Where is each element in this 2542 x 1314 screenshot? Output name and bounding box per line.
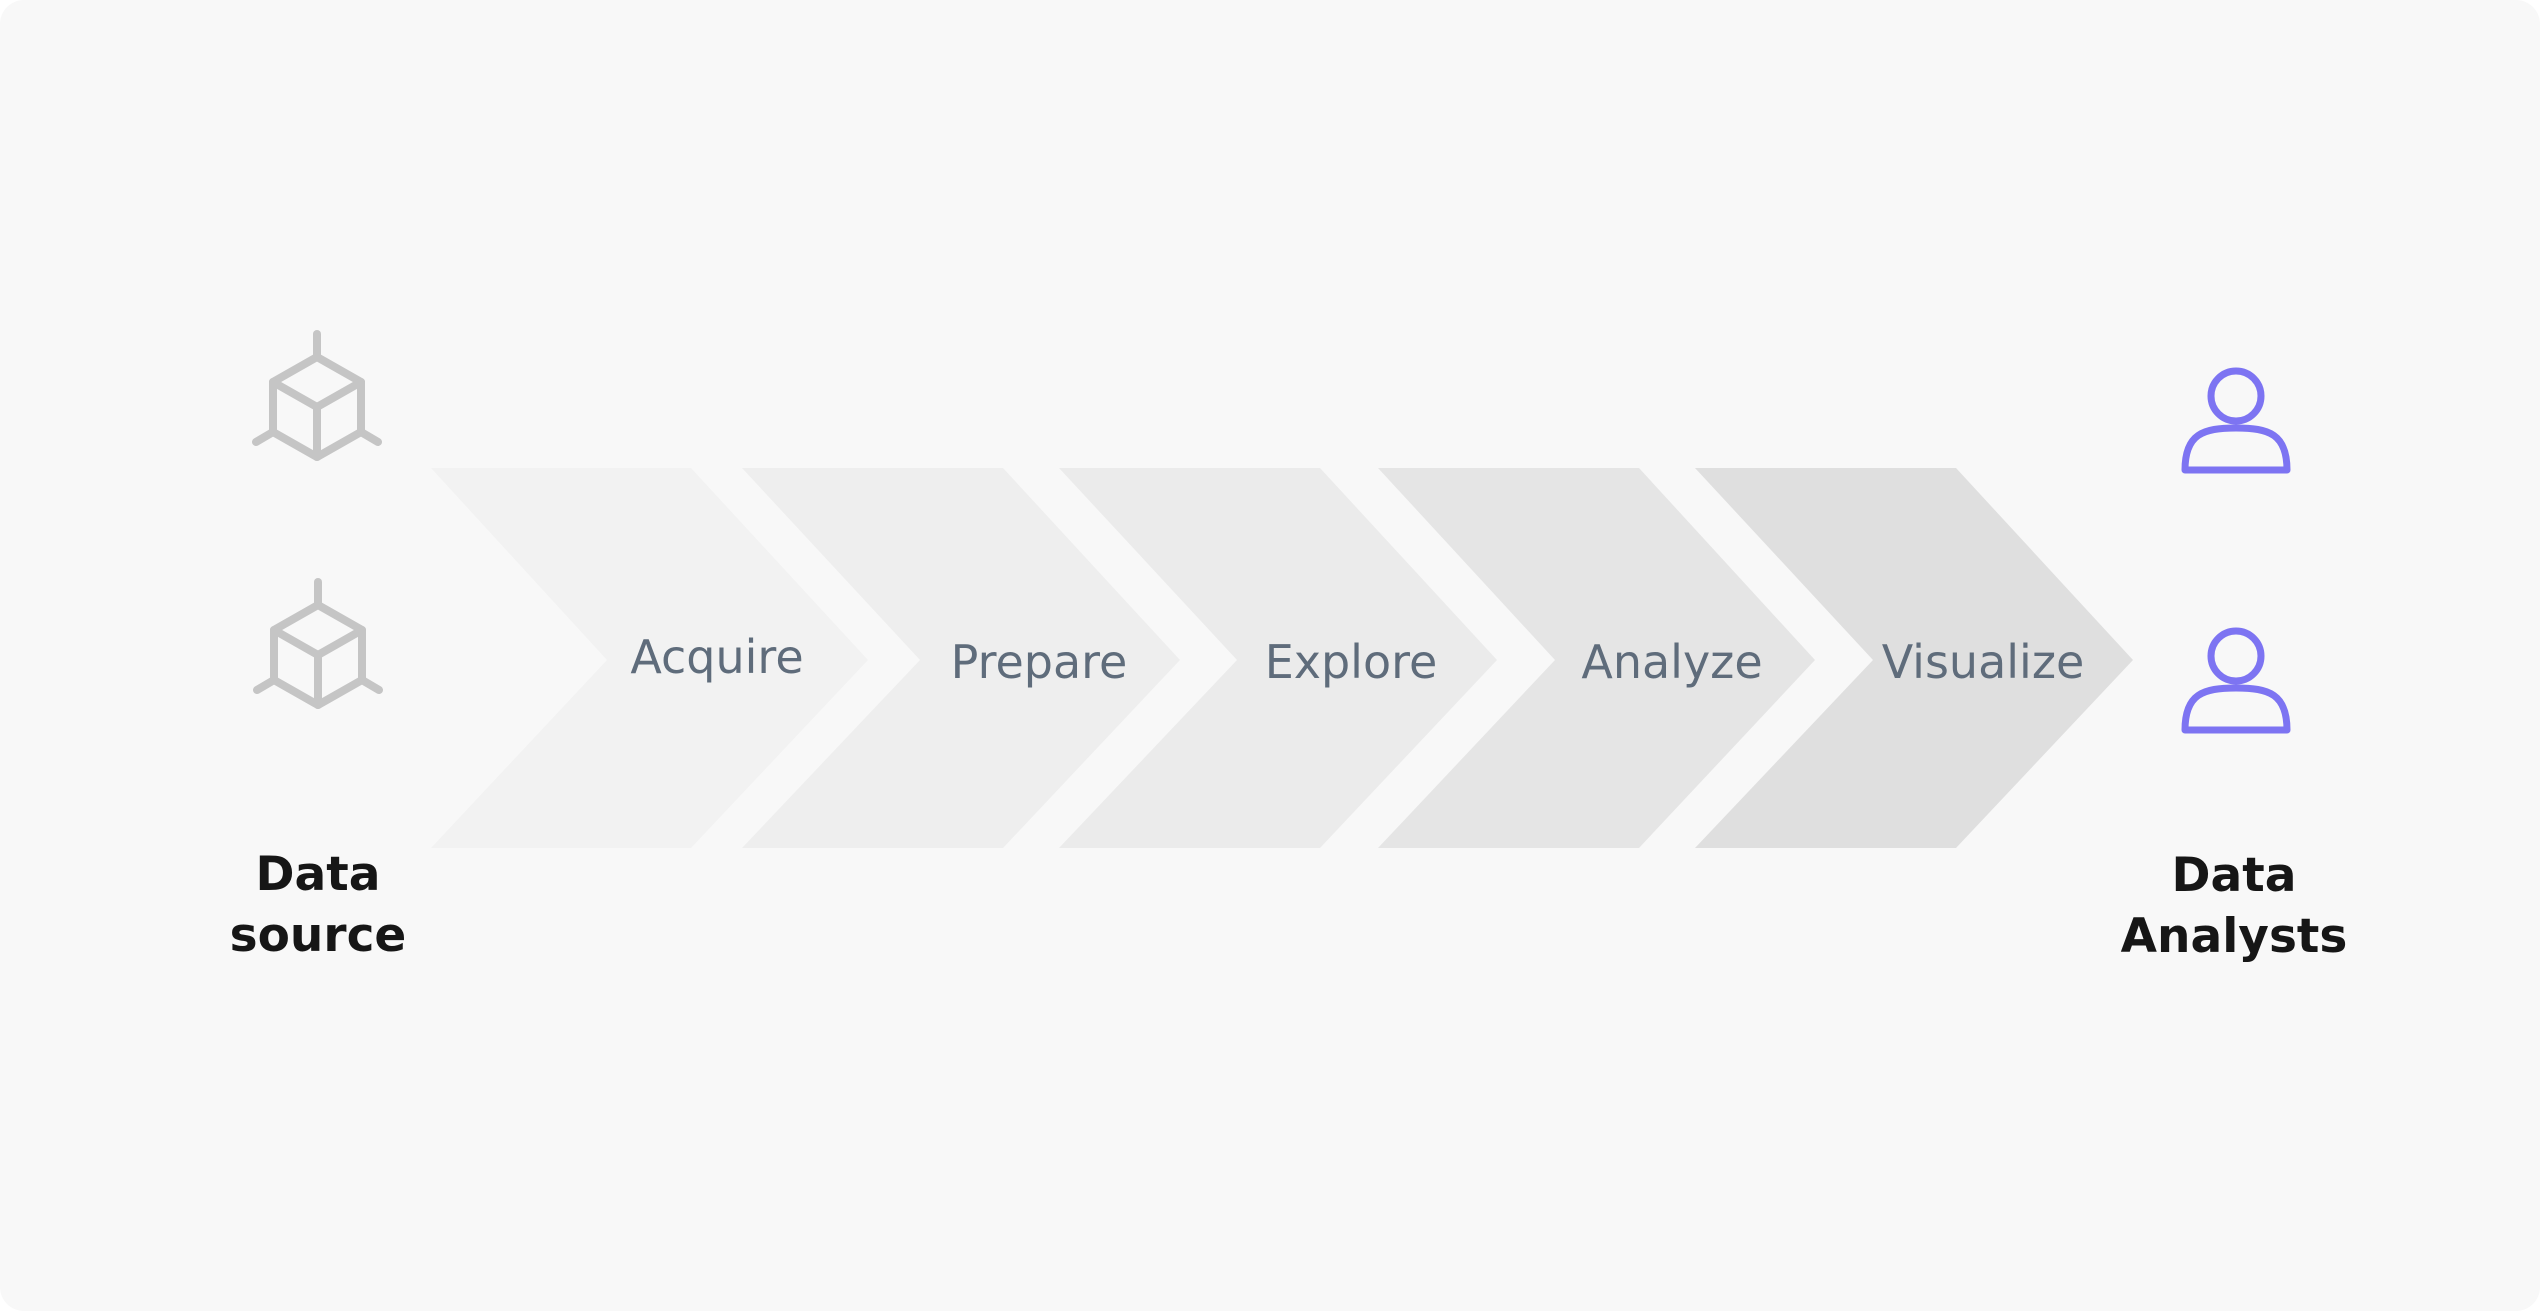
user-icon <box>2181 367 2291 474</box>
stage-label-explore: Explore <box>1264 635 1438 689</box>
stage-label-acquire: Acquire <box>630 630 804 684</box>
stage-arrow-analyze <box>1378 468 1815 848</box>
data-analysts-label: Data Analysts <box>2074 845 2394 967</box>
stage-arrow-explore <box>1059 468 1497 848</box>
cube-network-icon <box>253 578 383 709</box>
stage-label-visualize: Visualize <box>1881 635 2085 689</box>
stage-arrow-visualize <box>1695 468 2133 848</box>
data-source-label-line1: Data <box>255 847 381 902</box>
cube-network-icon <box>252 330 382 461</box>
stage-arrows <box>431 468 2133 848</box>
stage-arrow-prepare <box>742 468 1180 848</box>
data-source-label: Data source <box>158 844 478 966</box>
data-analysts-label-line2: Analysts <box>2120 909 2348 964</box>
stage-arrow-acquire <box>431 468 868 848</box>
user-icon <box>2181 627 2291 734</box>
stage-label-prepare: Prepare <box>950 635 1128 689</box>
data-analysts-label-line1: Data <box>2171 848 2297 903</box>
data-source-label-line2: source <box>229 908 407 963</box>
stage-label-analyze: Analyze <box>1581 635 1763 689</box>
